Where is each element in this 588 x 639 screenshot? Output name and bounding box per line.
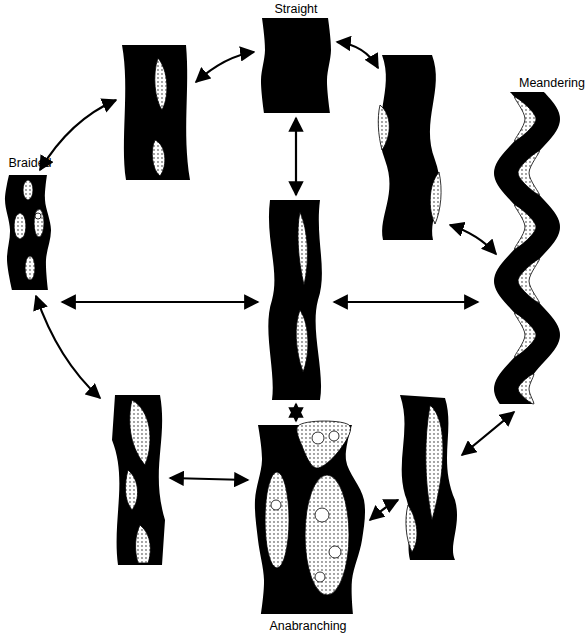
double-arrow: [450, 225, 496, 254]
double-arrow: [334, 301, 478, 303]
transition-channel: [400, 395, 457, 560]
double-arrow: [462, 412, 514, 455]
transition-channel: [378, 55, 441, 240]
transition-channel: [268, 200, 322, 400]
double-arrow: [62, 301, 258, 303]
double-arrow: [170, 478, 248, 480]
double-arrow: [295, 118, 297, 195]
double-arrow: [370, 500, 398, 520]
double-arrow: [196, 52, 254, 82]
double-arrow: [36, 296, 100, 398]
channel-shape: [488, 74, 586, 408]
meandering-channel: Meandering: [488, 74, 586, 408]
straight-channel: Straight: [250, 0, 345, 118]
channel-shape: [250, 0, 345, 118]
transition-channel: [122, 45, 190, 180]
channel-label: Anabranching: [269, 619, 346, 634]
channel-label: Straight: [274, 2, 317, 17]
channel-shape: [2, 152, 60, 294]
transition-channel: [112, 395, 165, 565]
braided-channel: Braided: [2, 152, 60, 294]
double-arrow: [295, 404, 297, 421]
double-arrow: [337, 42, 378, 68]
channel-label: Meandering: [519, 76, 585, 91]
channel-label: Braided: [8, 156, 51, 171]
anabranching-channel: Anabranching: [240, 420, 380, 638]
channel-shape: [240, 420, 380, 638]
